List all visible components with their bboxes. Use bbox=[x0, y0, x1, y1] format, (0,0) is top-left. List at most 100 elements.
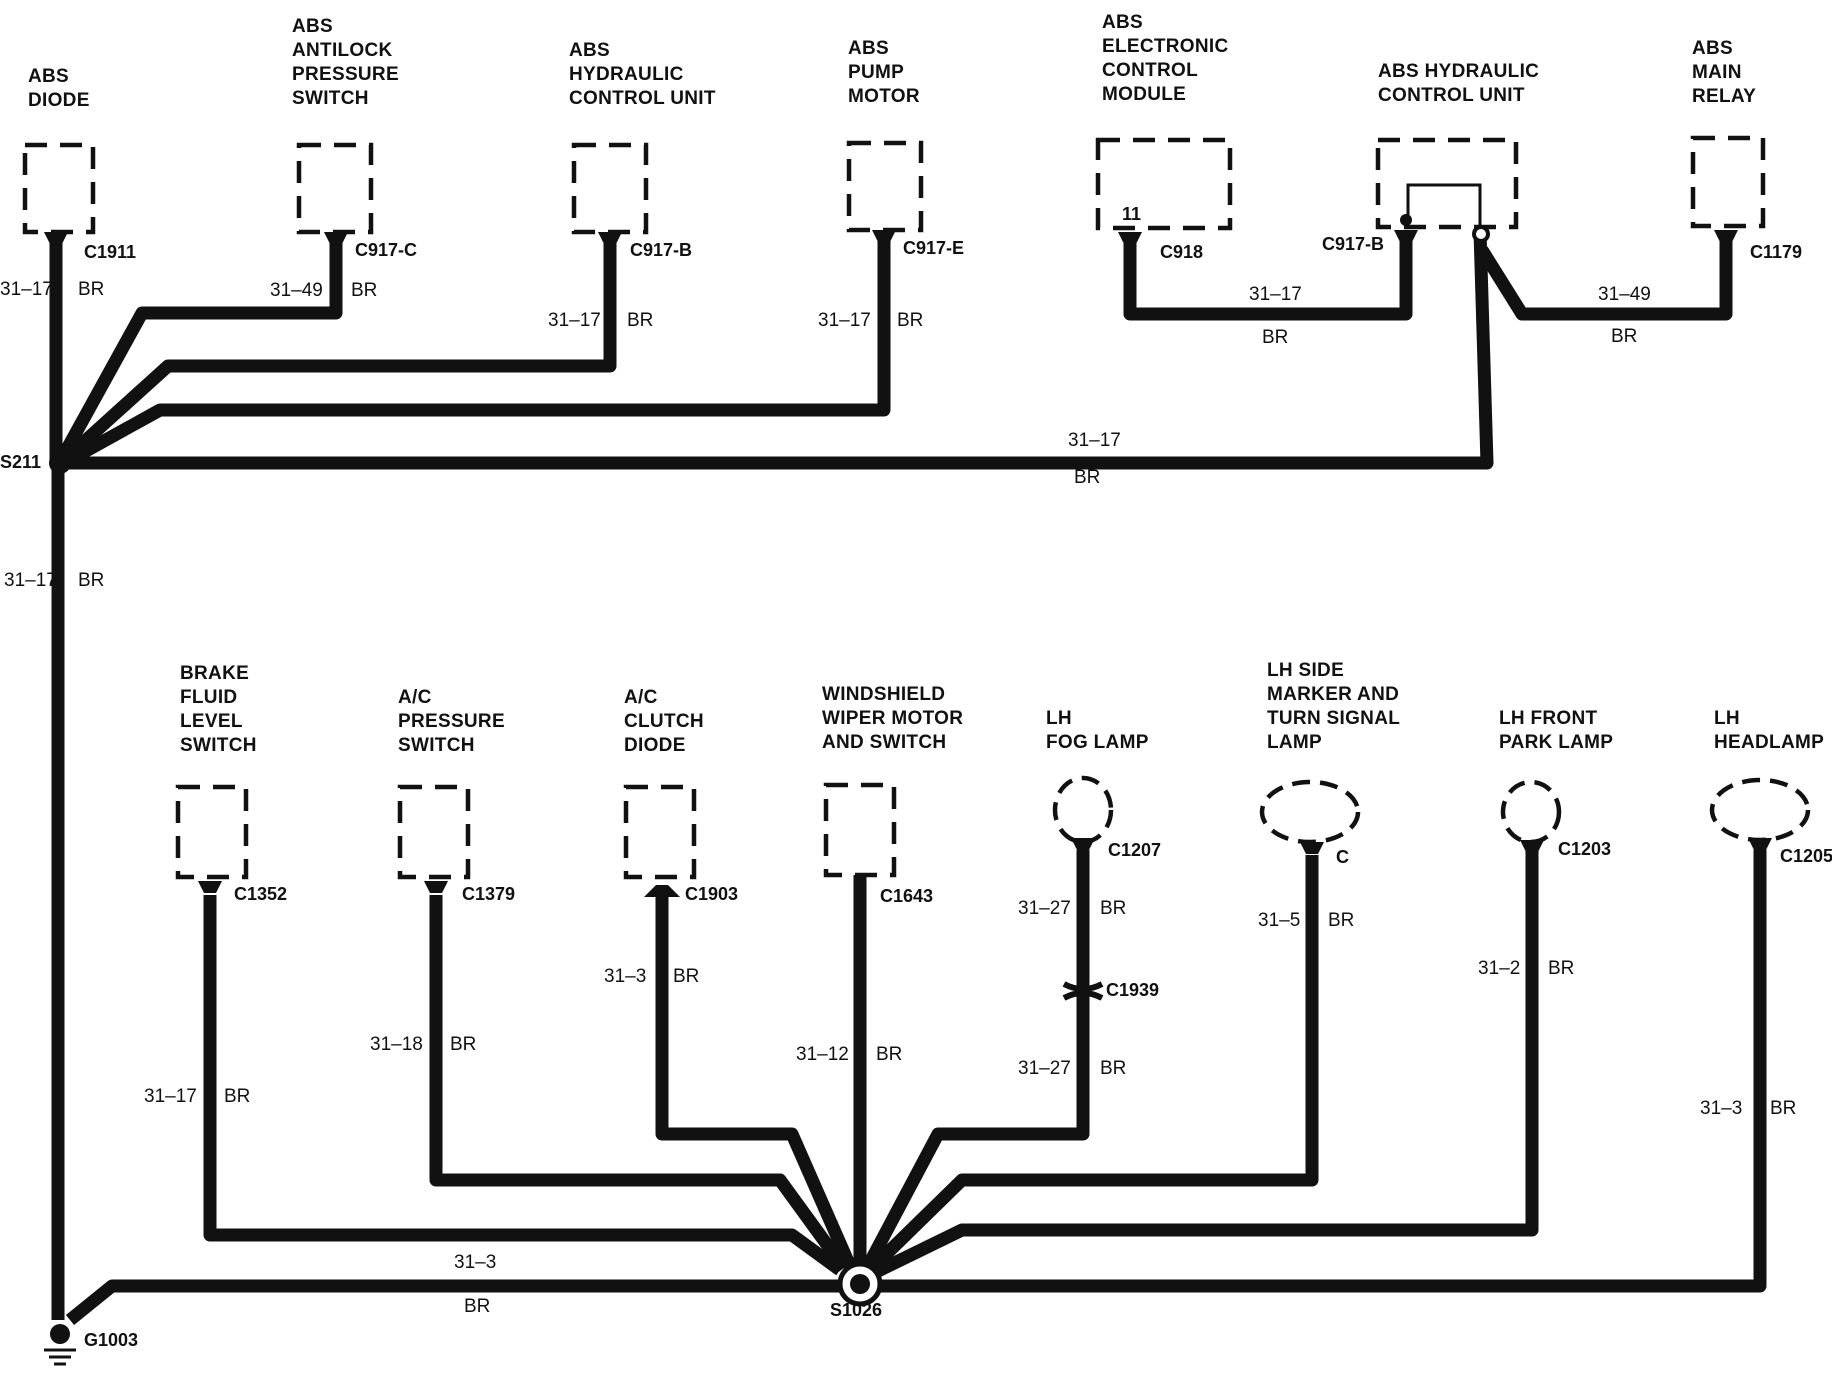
antilock-label-4: SWITCH bbox=[292, 88, 369, 109]
color-brake: BR bbox=[224, 1086, 250, 1107]
component-windshield-wiper-motor: WINDSHIELD WIPER MOTOR AND SWITCH C1643 … bbox=[796, 684, 963, 1065]
park-label-1: LH FRONT bbox=[1499, 708, 1598, 729]
brake-label-3: LEVEL bbox=[180, 711, 243, 732]
wire-s1026-g1003 bbox=[65, 1279, 848, 1326]
color-park: BR bbox=[1548, 958, 1574, 979]
brake-fluid-box bbox=[175, 784, 249, 880]
ground-g1003-label: G1003 bbox=[84, 1330, 138, 1350]
hcu-box bbox=[1375, 137, 1519, 230]
circuit-s211-g1003: 31–17 bbox=[4, 570, 57, 591]
wire-front-park bbox=[873, 850, 1539, 1278]
ac-pressure-label-2: PRESSURE bbox=[398, 711, 505, 732]
side-marker-label-2: MARKER AND bbox=[1267, 684, 1399, 705]
color-pump: BR bbox=[897, 310, 923, 331]
abs-diode-label-2: DIODE bbox=[28, 90, 90, 111]
color-s211-g1003: BR bbox=[78, 570, 104, 591]
component-abs-hydraulic-control-unit-b: ABS HYDRAULIC CONTROL UNIT C917-B 31–17 … bbox=[548, 40, 716, 331]
circuit-brake: 31–17 bbox=[144, 1086, 197, 1107]
headlamp-label-2: HEADLAMP bbox=[1714, 732, 1824, 753]
hcu-b-box bbox=[571, 142, 649, 235]
color-ecm-hcu: BR bbox=[1262, 327, 1288, 348]
brake-label-2: FLUID bbox=[180, 687, 237, 708]
ground-g1003: G1003 bbox=[44, 1324, 138, 1366]
circuit-side-marker: 31–5 bbox=[1258, 910, 1300, 931]
pump-motor-box bbox=[846, 140, 924, 233]
circuit-fog-2: 31–27 bbox=[1018, 1058, 1071, 1079]
relay-label-1: ABS bbox=[1692, 38, 1733, 59]
component-lh-headlamp: LH HEADLAMP C1205 31–3 BR bbox=[1700, 708, 1832, 1119]
wire-hcu-return bbox=[64, 231, 1494, 470]
connector-c1903: C1903 bbox=[685, 884, 738, 904]
color-s1026-g1003: BR bbox=[464, 1296, 490, 1317]
circuit-hcu-return: 31–17 bbox=[1068, 430, 1121, 451]
color-wiper: BR bbox=[876, 1044, 902, 1065]
splice-s1026-dot bbox=[850, 1274, 870, 1294]
antilock-label-3: PRESSURE bbox=[292, 64, 399, 85]
terminal-icon bbox=[1071, 838, 1095, 850]
circuit-antilock: 31–49 bbox=[270, 280, 323, 301]
connector-c1643: C1643 bbox=[880, 886, 933, 906]
wire-main-relay bbox=[1476, 240, 1733, 321]
terminal-icon bbox=[644, 885, 680, 897]
bottom-wires bbox=[65, 850, 1767, 1326]
ecm-pin: 11 bbox=[1122, 204, 1141, 224]
park-label-2: PARK LAMP bbox=[1499, 732, 1613, 753]
ac-pressure-label-3: SWITCH bbox=[398, 735, 475, 756]
circuit-ac-pressure: 31–18 bbox=[370, 1034, 423, 1055]
wiper-box bbox=[823, 782, 897, 878]
splice-s211-dot bbox=[49, 452, 71, 474]
component-abs-antilock-pressure-switch: ABS ANTILOCK PRESSURE SWITCH C917-C 31–4… bbox=[270, 16, 417, 301]
component-abs-pump-motor: ABS PUMP MOTOR C917-E 31–17 BR bbox=[818, 38, 964, 331]
color-ac-clutch: BR bbox=[673, 966, 699, 987]
wire-headlamp bbox=[880, 850, 1767, 1293]
connector-c: C bbox=[1336, 847, 1349, 867]
color-hcu-return: BR bbox=[1074, 467, 1100, 488]
ecm-label-3: CONTROL bbox=[1102, 60, 1198, 81]
circuit-pump: 31–17 bbox=[818, 310, 871, 331]
splice-s1026: S1026 bbox=[830, 1261, 883, 1320]
circuit-park: 31–2 bbox=[1478, 958, 1520, 979]
component-abs-electronic-control-module: 11 ABS ELECTRONIC CONTROL MODULE C918 31… bbox=[1095, 12, 1302, 348]
component-abs-main-relay: ABS MAIN RELAY C1179 31–49 BR bbox=[1598, 38, 1802, 347]
pump-label-2: PUMP bbox=[848, 62, 904, 83]
ground-icon bbox=[44, 1348, 76, 1366]
hcu-b-label-2: HYDRAULIC bbox=[569, 64, 684, 85]
connector-c1207: C1207 bbox=[1108, 840, 1161, 860]
color-fog-1: BR bbox=[1100, 898, 1126, 919]
connector-c1203: C1203 bbox=[1558, 839, 1611, 859]
fog-label-2: FOG LAMP bbox=[1046, 732, 1149, 753]
hcu-b-label-1: ABS bbox=[569, 40, 610, 61]
splice-s1026-label: S1026 bbox=[830, 1300, 882, 1320]
wiper-label-1: WINDSHIELD bbox=[822, 684, 945, 705]
relay-label-3: RELAY bbox=[1692, 86, 1756, 107]
terminal-icon bbox=[1118, 232, 1142, 244]
hcu-label-1: ABS HYDRAULIC bbox=[1378, 61, 1539, 82]
component-brake-fluid-level-switch: BRAKE FLUID LEVEL SWITCH C1352 31–17 BR bbox=[144, 663, 287, 1107]
color-hcu-b: BR bbox=[627, 310, 653, 331]
connector-c1939: C1939 bbox=[1106, 980, 1159, 1000]
ac-clutch-box bbox=[623, 784, 697, 880]
wire-abs-antilock-pressure-switch bbox=[56, 240, 343, 462]
wire-brake-fluid bbox=[203, 895, 844, 1276]
ecm-box bbox=[1095, 137, 1233, 231]
pump-label-1: ABS bbox=[848, 38, 889, 59]
splice-s211-label: S211 bbox=[0, 452, 41, 472]
component-lh-fog-lamp: LH FOG LAMP C1207 C1939 31–27 BR 31–27 B… bbox=[1018, 708, 1161, 1079]
pump-label-3: MOTOR bbox=[848, 86, 920, 107]
terminal-icon bbox=[198, 881, 222, 893]
wire-ac-clutch bbox=[655, 895, 856, 1269]
antilock-switch-box bbox=[296, 142, 374, 235]
connector-c1179: C1179 bbox=[1750, 242, 1802, 262]
brake-label-1: BRAKE bbox=[180, 663, 249, 684]
ac-clutch-label-1: A/C bbox=[624, 687, 658, 708]
color-antilock: BR bbox=[351, 280, 377, 301]
terminal-icon bbox=[324, 232, 348, 244]
wiper-label-3: AND SWITCH bbox=[822, 732, 946, 753]
ground-g1003-dot bbox=[50, 1324, 70, 1344]
circuit-hcu-b: 31–17 bbox=[548, 310, 601, 331]
terminal-icon bbox=[1520, 840, 1544, 852]
hcu-b-label-3: CONTROL UNIT bbox=[569, 88, 716, 109]
hcu-ring-terminal-icon bbox=[1472, 225, 1490, 243]
antilock-label-2: ANTILOCK bbox=[292, 40, 393, 61]
